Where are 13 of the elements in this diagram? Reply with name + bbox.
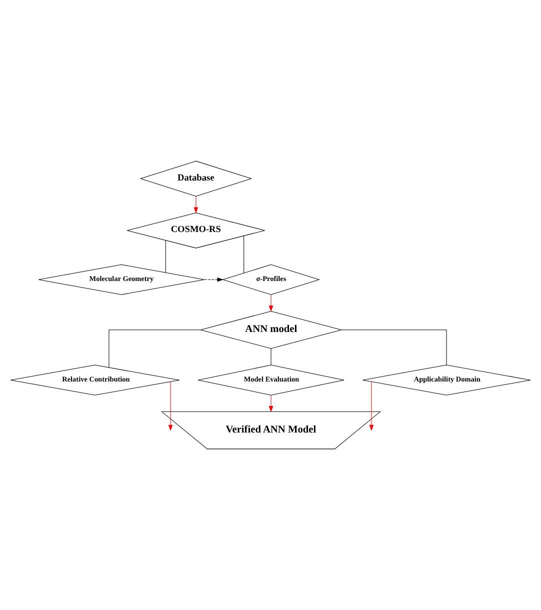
- connector: [341, 330, 447, 366]
- arrow: [268, 294, 274, 312]
- connector: [270, 348, 272, 366]
- node-diamond: COSMO-RS: [126, 212, 266, 248]
- node-diamond: Database: [140, 160, 252, 197]
- arrow: [204, 277, 224, 282]
- node-diamond: ANN model: [200, 310, 342, 349]
- arrow: [369, 381, 374, 432]
- arrow: [194, 196, 198, 214]
- connector: [108, 330, 201, 368]
- arrow: [168, 381, 173, 432]
- connector: [165, 240, 166, 273]
- arrow: [268, 394, 274, 412]
